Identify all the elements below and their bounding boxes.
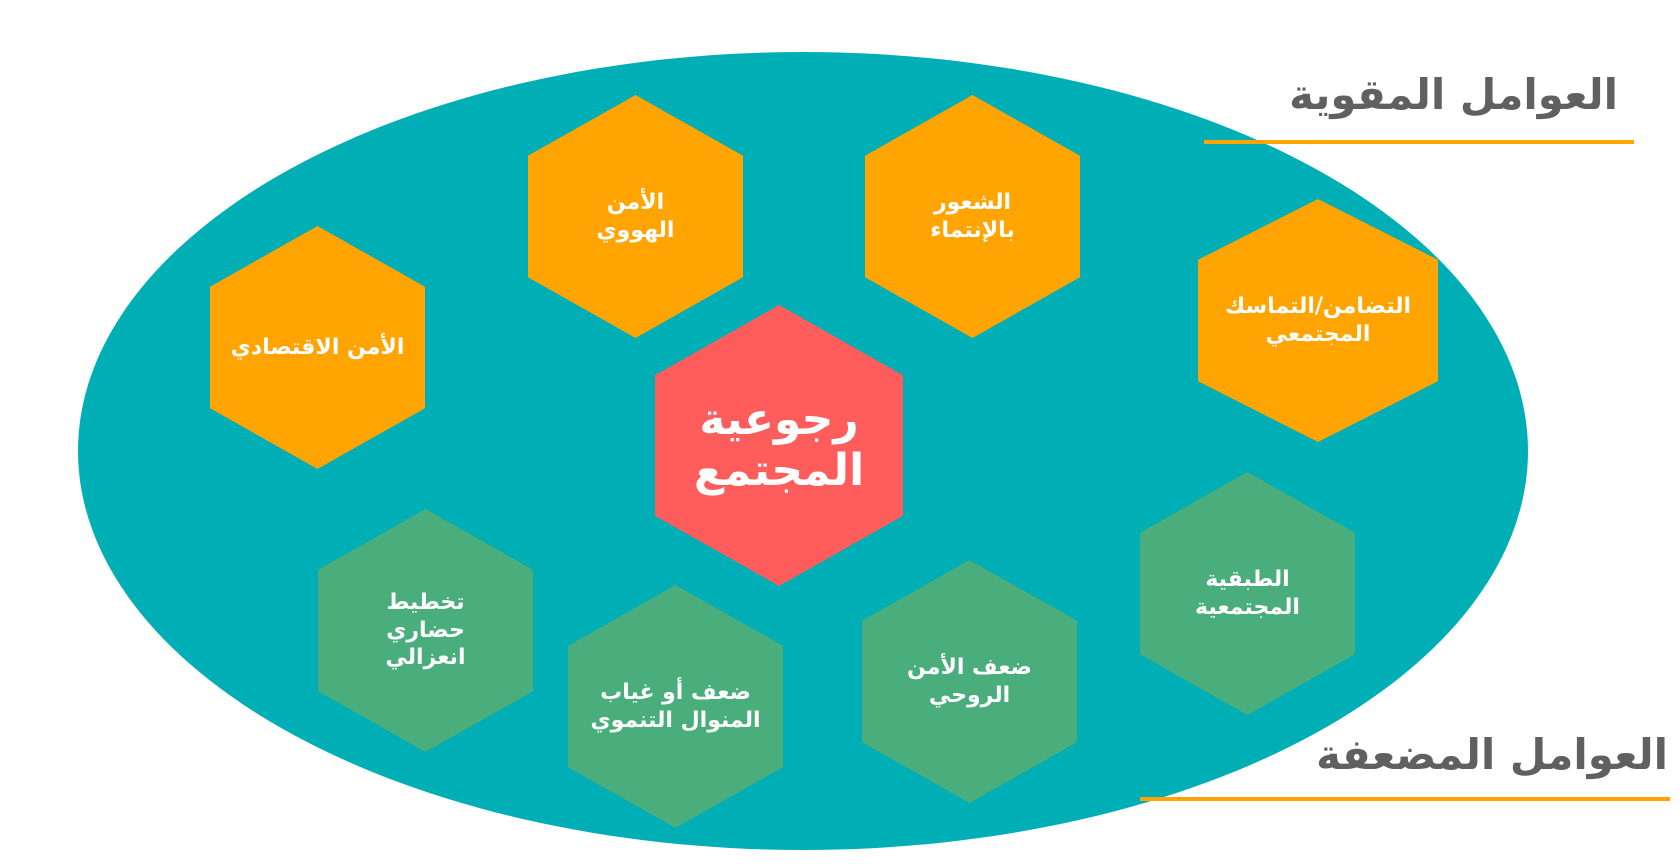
factor-social-stratification: الطبقية المجتمعية [1140, 472, 1355, 715]
factor-community-solidarity: التضامن/التماسك المجتمعي [1198, 199, 1438, 442]
weakening-factors-title: العوامل المضعفة [1316, 730, 1668, 779]
weakening-underline [1140, 797, 1670, 801]
strengthening-factors-title: العوامل المقوية [1289, 70, 1618, 119]
factor-isolated-urban-planning: تخطيط حضاري انعزالي [318, 509, 533, 752]
strengthening-underline [1204, 140, 1634, 144]
